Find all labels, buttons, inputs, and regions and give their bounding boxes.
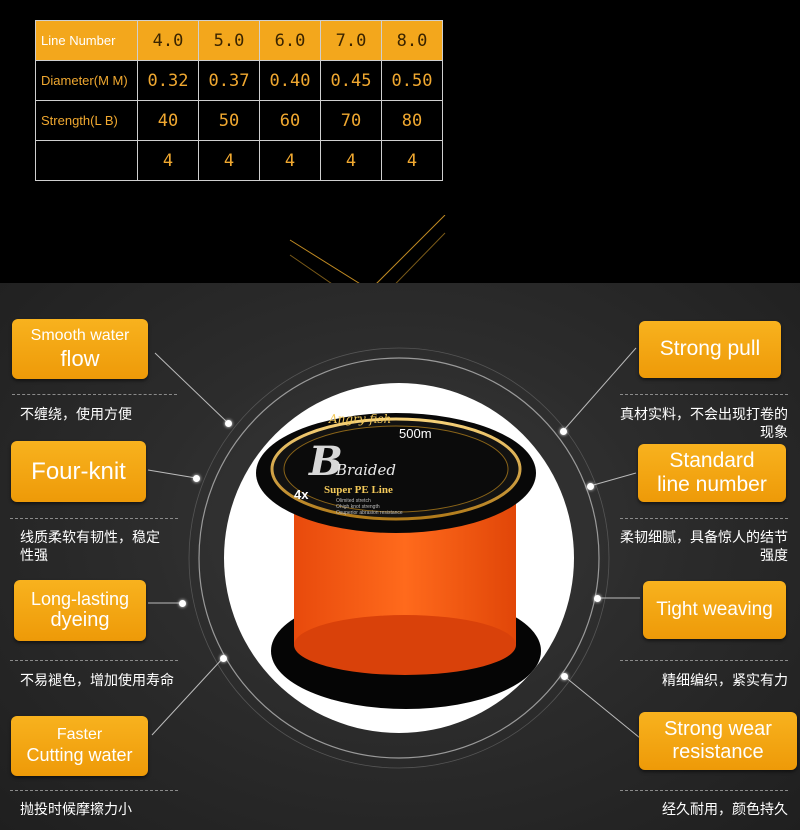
cell: 0.37 [198,60,260,101]
feature-standard-desc: 柔韧细腻，具备惊人的结节 强度 [620,528,788,564]
length-text: 500m [399,426,432,441]
badge-title-line2: Cutting water [26,744,133,765]
cell: 80 [381,100,443,141]
divider [620,518,788,519]
divider [10,660,178,661]
cell: 4 [320,140,382,181]
cell: 60 [259,100,321,141]
desc-line1: 柔韧细腻，具备惊人的结节 [620,529,788,545]
cell: 70 [320,100,382,141]
spec-row-strands: 4 4 4 4 4 [35,140,443,181]
marker-dot [587,483,594,490]
marker-dot [561,673,568,680]
cell: 5.0 [198,20,260,61]
badge-title-line1: Faster [56,726,103,744]
feature-fourknit-badge: Four-knit [11,441,146,502]
feature-wear-desc: 经久耐用，颜色持久 [662,801,788,817]
cell: 4 [381,140,443,181]
desc-line1: 线质柔软有韧性，稳定 [20,529,160,545]
spec-table: Line Number 4.0 5.0 6.0 7.0 8.0 Diameter… [35,20,443,181]
cell: 8.0 [381,20,443,61]
row-label: Strength(L B) [35,100,138,141]
badge-title-line2: line number [657,473,767,496]
spec-row-strength: Strength(L B) 40 50 60 70 80 [35,100,443,141]
feature-standard-badge: Standard line number [638,444,786,502]
desc-line2: 性强 [20,547,48,563]
feature-tight-desc: 精细编织，紧实有力 [662,672,788,688]
spec-row-line-number: Line Number 4.0 5.0 6.0 7.0 8.0 [35,20,443,61]
divider [620,394,788,395]
divider [12,394,177,395]
desc-line2: 强度 [760,547,788,563]
cell: 0.32 [137,60,199,101]
marker-dot [193,475,200,482]
product-text: Super PE Line [324,484,393,496]
cell: 0.40 [259,60,321,101]
divider [620,790,788,791]
cell: 6.0 [259,20,321,61]
divider [10,518,178,519]
feature-dyeing-desc: 不易褪色，增加使用寿命 [20,672,174,688]
spec-row-diameter: Diameter(M M) 0.32 0.37 0.40 0.45 0.50 [35,60,443,101]
badge-title-line1: Long-lasting [30,588,130,609]
badge-title-line1: Strong wear [664,718,772,740]
badge-title-line1: Standard [669,448,755,472]
brand-text: Angry fish [328,412,391,426]
desc-line1: 真材实料，不会出现打卷的 [620,406,788,422]
spool-image: Angry fish 500m B Braided 4x Super PE Li… [224,383,574,733]
feature-strong-desc: 真材实料，不会出现打卷的 现象 [620,405,788,441]
desc-line2: 现象 [760,424,788,440]
cell: 40 [137,100,199,141]
row-label: Line Number [35,20,138,61]
bullet: Osuperior abrasion resistance [336,510,403,516]
cell: 0.50 [381,60,443,101]
svg-text:B: B [308,438,343,485]
marker-dot [594,595,601,602]
cell: 4 [137,140,199,181]
feature-wear-badge: Strong wear resistance [639,712,797,770]
cell: 4 [259,140,321,181]
feature-smooth-badge: Smooth water flow [12,319,148,379]
cell: 0.45 [320,60,382,101]
feature-strong-badge: Strong pull [639,321,781,378]
badge-title: Four-knit [31,457,126,485]
row-label [35,140,138,181]
divider [10,790,178,791]
badge-title-line2: resistance [672,741,764,763]
feature-fourknit-desc: 线质柔软有韧性，稳定 性强 [20,528,160,564]
feature-cutting-badge: Faster Cutting water [11,716,148,776]
marker-dot [179,600,186,607]
feature-cutting-desc: 抛投时候摩擦力小 [20,801,132,817]
badge-title-line2: flow [60,345,100,371]
decorative-rings [147,347,641,769]
cell: 4 [198,140,260,181]
cell: 7.0 [320,20,382,61]
feature-tight-badge: Tight weaving [643,581,786,639]
feature-smooth-desc: 不缠绕，使用方便 [20,406,132,422]
feature-dyeing-badge: Long-lasting dyeing [14,580,146,641]
logo-text: Braided [335,461,396,479]
row-label: Diameter(M M) [35,60,138,101]
bullet: Olimited stretch [336,498,371,504]
cell: 50 [198,100,260,141]
divider [620,660,788,661]
badge-title: Tight weaving [656,599,773,621]
marker-dot [220,655,227,662]
bullet: Ohigh knot strength [336,504,380,510]
strand-text: 4x [294,487,309,502]
cell: 4.0 [137,20,199,61]
badge-title: Strong pull [659,337,761,361]
badge-title-line1: Smooth water [30,327,130,345]
marker-dot [225,420,232,427]
badge-title-line2: dyeing [50,609,110,632]
marker-dot [560,428,567,435]
